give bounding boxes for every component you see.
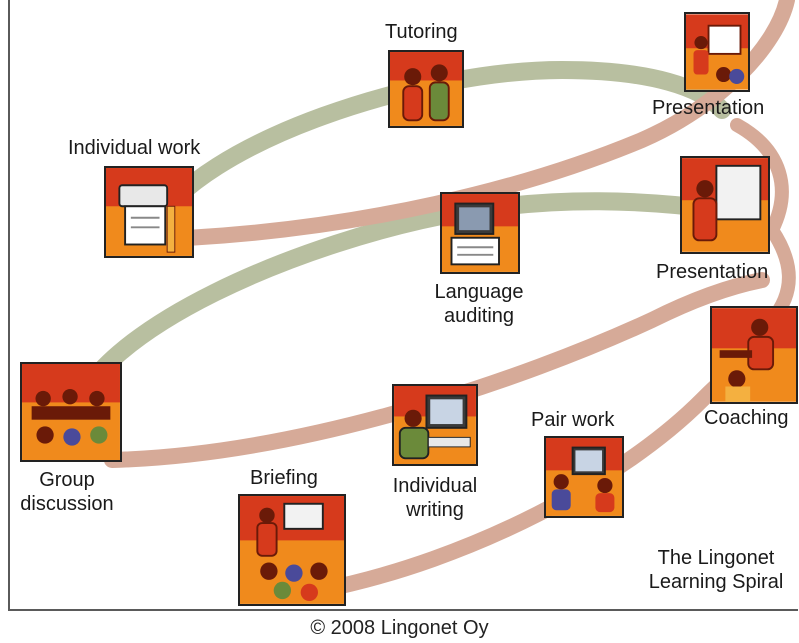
label-tutoring: Tutoring (385, 21, 458, 43)
label-language-auditing: Language auditing (424, 280, 534, 328)
individual-work-image (104, 166, 194, 258)
group-discussion-image (20, 362, 122, 462)
label-individual-writing-line1: Individual (392, 475, 478, 497)
label-coaching: Coaching (704, 407, 789, 429)
tutoring-image (388, 50, 464, 128)
label-individual-writing-line2: writing (406, 499, 464, 521)
label-group-discussion-line2: discussion (20, 493, 114, 515)
label-group-discussion-line1: Group (39, 469, 95, 491)
label-presentation-top: Presentation (652, 97, 765, 119)
label-pair-work: Pair work (531, 409, 615, 431)
label-language-auditing-line1: Language (434, 281, 524, 303)
presentation-middle-image (680, 156, 770, 254)
label-language-auditing-line2: auditing (443, 305, 515, 327)
coaching-image (710, 306, 798, 404)
pair-work-image (544, 436, 624, 518)
spiral-band-front-middle (104, 272, 770, 468)
spiral-band-front-right (730, 118, 796, 327)
copyright-footer: © 2008 Lingonet Oy (310, 617, 489, 639)
spiral-band-back-top (143, 60, 731, 237)
language-auditing-image (440, 192, 520, 274)
diagram-title-line2: Learning Spiral (648, 571, 784, 593)
presentation-top-image (684, 12, 750, 92)
label-individual-writing: Individual writing (380, 474, 490, 522)
diagram-title-line1: The Lingonet (657, 547, 775, 569)
diagram-title: The Lingonet Learning Spiral (636, 546, 796, 594)
spiral-bands (63, 0, 796, 598)
label-presentation-middle: Presentation (656, 261, 769, 283)
spiral-band-front-top (179, 0, 795, 246)
label-group-discussion: Group discussion (12, 468, 122, 516)
label-briefing: Briefing (250, 467, 318, 489)
individual-writing-image (392, 384, 478, 466)
spiral-band-back-middle (63, 192, 731, 429)
label-individual-work: Individual work (68, 137, 201, 159)
briefing-image (238, 494, 346, 606)
